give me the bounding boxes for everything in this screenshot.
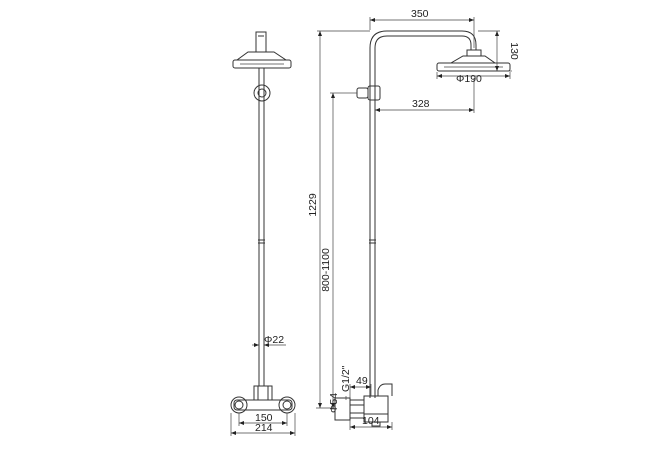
front-shower-head <box>232 31 292 69</box>
side-view: 350 130 Φ190 328 <box>307 8 520 430</box>
connection-labels: Φ54 G1/2" <box>328 365 352 413</box>
total-height-dimension: 1229 <box>307 30 370 409</box>
front-riser-pipe <box>258 68 265 386</box>
side-shower-head <box>436 49 511 72</box>
arm-length-label: 350 <box>411 8 429 20</box>
inlet-spacing-label: 150 <box>255 412 273 424</box>
total-height-label: 1229 <box>307 193 319 217</box>
thread-label: G1/2" <box>340 365 352 392</box>
head-drop-dimension: 130 <box>478 30 520 72</box>
adjustable-height-label: 800-1100 <box>320 248 332 292</box>
outlet-offset-label: 49 <box>356 375 368 387</box>
side-mixer <box>334 383 393 427</box>
holder-offset-dimension: 328 <box>375 78 475 113</box>
front-mixer <box>230 385 296 414</box>
head-drop-label: 130 <box>508 42 520 60</box>
pipe-diameter-label: Φ22 <box>264 334 284 346</box>
head-diameter-dimension: Φ190 <box>436 72 511 85</box>
mixer-width-label: 214 <box>255 422 273 434</box>
front-view: Φ22 150 214 <box>230 31 296 436</box>
adjustable-height-dimension: 800-1100 <box>320 92 343 408</box>
mixer-depth-dimension: 104 <box>349 415 393 430</box>
pipe-diameter-dimension: Φ22 <box>252 334 286 347</box>
arm-length-dimension: 350 <box>369 8 475 48</box>
head-diameter-label: Φ190 <box>456 73 482 85</box>
side-riser-and-arm <box>369 30 477 398</box>
holder-offset-label: 328 <box>412 98 430 110</box>
front-width-dimensions: 150 214 <box>230 412 296 436</box>
side-holder <box>343 85 381 101</box>
front-holder <box>253 84 271 102</box>
mixer-depth-label: 104 <box>362 415 380 427</box>
outlet-offset-dimension: 49 <box>349 375 372 398</box>
flange-diameter-label: Φ54 <box>328 393 340 413</box>
